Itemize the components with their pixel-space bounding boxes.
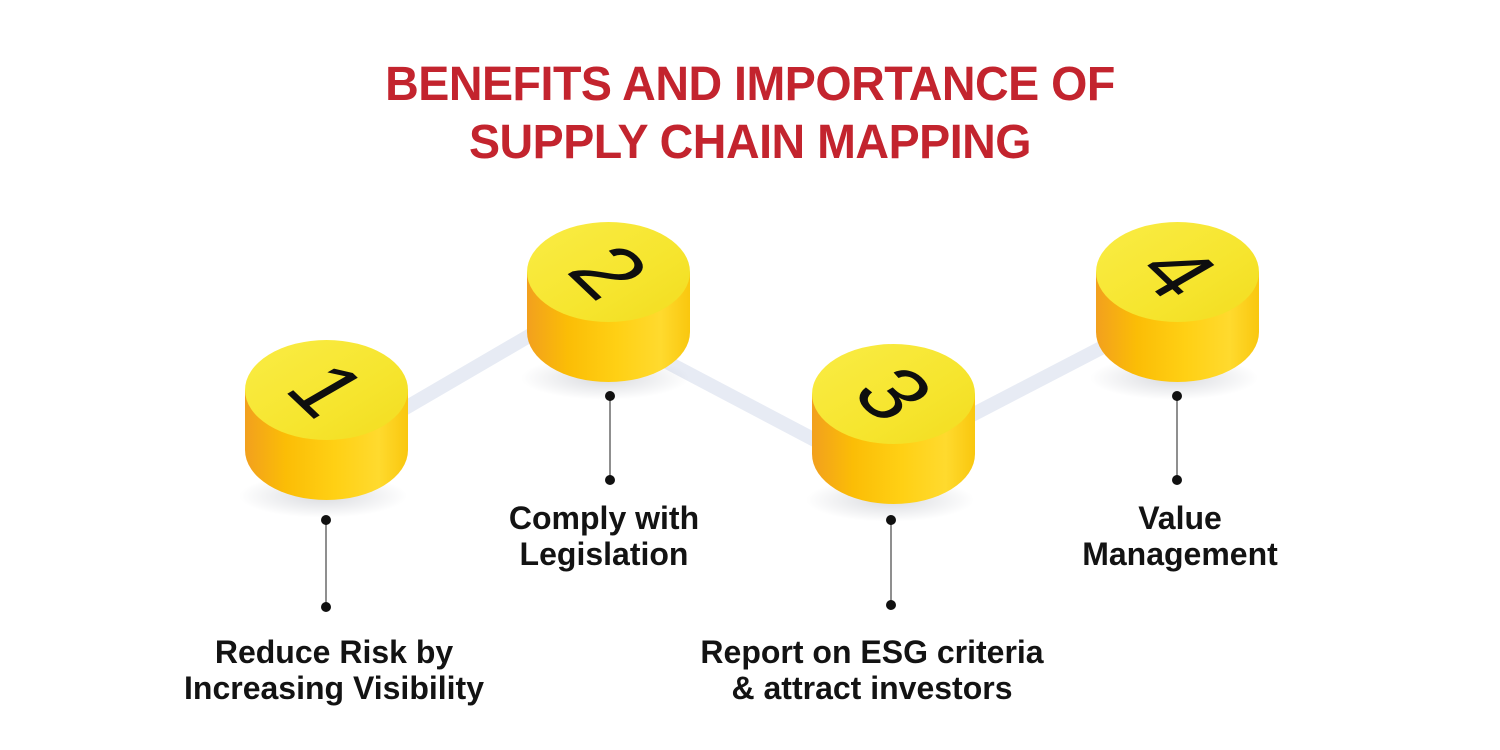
pointer-line-4 [1176, 396, 1178, 480]
step-label-line: Report on ESG criteria [700, 634, 1044, 670]
pointer-line-2 [609, 396, 611, 480]
step-cylinder-3: 3 [812, 344, 975, 504]
step-label-2: Comply with Legislation [509, 500, 699, 572]
cylinder-shape [1096, 222, 1259, 382]
page-title: BENEFITS AND IMPORTANCE OF SUPPLY CHAIN … [0, 56, 1500, 172]
step-label-line: Increasing Visibility [184, 670, 484, 706]
step-cylinder-2: 2 [527, 222, 690, 382]
title-line-1: BENEFITS AND IMPORTANCE OF [385, 58, 1115, 111]
pointer-line-1 [325, 520, 327, 607]
title-line-2: SUPPLY CHAIN MAPPING [468, 116, 1032, 169]
step-cylinder-4: 4 [1096, 222, 1259, 382]
step-label-line: Comply with [508, 500, 700, 536]
step-cylinder-1: 1 [245, 340, 408, 500]
cylinder-shape [812, 344, 975, 504]
step-label-3: Report on ESG criteria & attract investo… [700, 634, 1043, 706]
step-label-4: Value Management [1082, 500, 1278, 572]
step-label-line: Value [1138, 500, 1222, 536]
step-label-1: Reduce Risk by Increasing Visibility [184, 634, 484, 706]
cylinder-shape [245, 340, 408, 500]
step-label-line: Reduce Risk by [214, 634, 454, 670]
step-label-line: & attract investors [731, 670, 1013, 706]
pointer-line-3 [890, 520, 892, 605]
step-label-line: Management [1082, 536, 1278, 572]
cylinder-shape [527, 222, 690, 382]
step-label-line: Legislation [519, 536, 689, 572]
